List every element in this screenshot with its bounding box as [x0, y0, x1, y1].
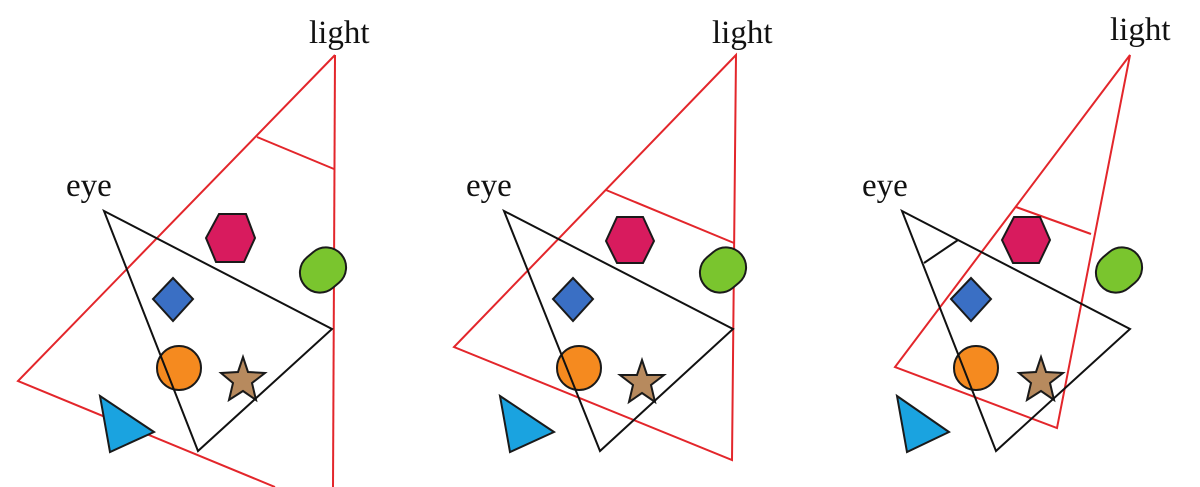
panel-3: light eye: [862, 12, 1171, 454]
eye-label: eye: [862, 168, 908, 204]
light-label: light: [712, 15, 773, 51]
light-near-plane: [605, 189, 735, 244]
circle-shape: [156, 345, 202, 391]
triangle-shape: [98, 393, 157, 454]
light-near-plane: [1015, 206, 1092, 235]
eye-frustum: [102, 208, 334, 453]
circle-shape: [953, 345, 999, 391]
panel-1: light eye: [16, 15, 370, 487]
eye-label: eye: [466, 168, 512, 204]
pill-shape: [1094, 246, 1144, 294]
eye-label: eye: [66, 168, 112, 204]
hexagon-shape: [1000, 216, 1052, 264]
eye-near-plane: [923, 239, 959, 264]
light-label: light: [1110, 12, 1171, 48]
circle-shape: [556, 345, 602, 391]
triangle-shape: [895, 393, 951, 454]
light-frustum: [16, 54, 336, 487]
panel-2: light eye: [452, 15, 773, 462]
pill-shape: [698, 246, 748, 294]
star-shape: [218, 353, 268, 403]
eye-frustum: [502, 208, 735, 453]
star-shape: [1016, 353, 1066, 403]
star-shape: [617, 356, 667, 405]
hexagon-shape: [204, 213, 257, 263]
pill-shape: [298, 246, 348, 294]
diamond-shape: [949, 276, 993, 323]
eye-frustum: [900, 208, 1132, 453]
light-near-plane: [256, 136, 335, 170]
triangle-shape: [498, 393, 557, 454]
light-label: light: [309, 15, 370, 51]
diamond-shape: [151, 276, 195, 323]
diamond-shape: [551, 276, 595, 323]
hexagon-shape: [604, 216, 656, 264]
